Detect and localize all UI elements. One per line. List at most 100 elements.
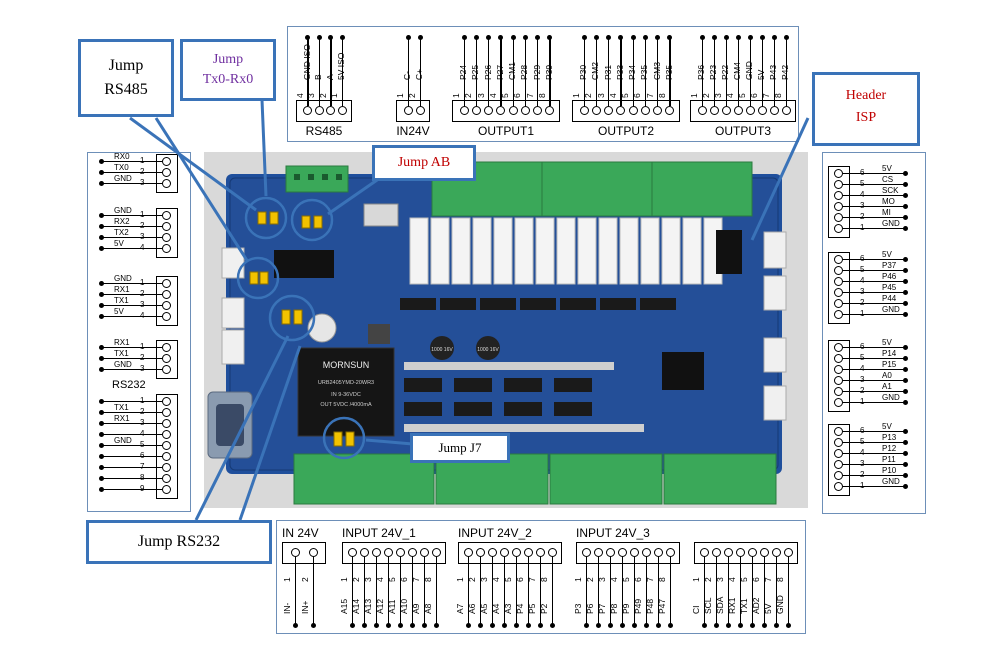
left-connector-4-pin xyxy=(162,408,171,417)
left-connector-3-pin-number: 3 xyxy=(140,364,145,373)
left-connector-1-pin-label: GND xyxy=(114,206,132,215)
right-connector-0-dot xyxy=(903,193,908,198)
right-connector-2-pin-label: P14 xyxy=(882,349,897,358)
right-connector-2-pin-number: 1 xyxy=(860,397,865,406)
left-connector-3-pin xyxy=(162,343,171,352)
left-connector-3-pin-label: TX1 xyxy=(114,349,129,358)
top-connector-4-dot xyxy=(723,35,729,40)
bottom-connector-1-dot xyxy=(373,623,379,628)
right-connector-2-pin-number: 3 xyxy=(860,375,865,384)
top-connector-1-pin xyxy=(403,106,413,115)
left-connector-3-pin-number: 2 xyxy=(140,353,145,362)
bottom-connector-3-dot xyxy=(583,623,589,628)
right-connector-0-dot xyxy=(903,226,908,231)
left-connector-3-pin xyxy=(162,365,171,374)
left-connector-3-pin-number: 1 xyxy=(140,342,145,351)
left-connector-0-pin-number: 1 xyxy=(140,156,145,165)
right-connector-0-pin-number: 4 xyxy=(860,190,865,199)
left-connector-4-wire xyxy=(102,445,162,447)
left-connector-3-dot xyxy=(99,345,104,350)
right-connector-2-pin-number: 4 xyxy=(860,364,865,373)
bottom-connector-1-wire xyxy=(375,557,377,625)
right-connector-2-pin-label: P15 xyxy=(882,360,897,369)
left-connector-4-dot xyxy=(99,487,104,492)
left-connector-1-pin-label: 5V xyxy=(114,239,124,248)
right-connector-1-wire xyxy=(843,314,905,316)
left-connector-2-pin-label: 5V xyxy=(114,307,124,316)
bottom-connector-4-wire xyxy=(763,557,765,625)
top-connector-3-wire xyxy=(620,38,622,106)
callout-jump-rs485: Jump RS485 xyxy=(78,39,174,117)
top-connector-0-pin xyxy=(337,106,347,115)
right-connector-0-pin-label: GND xyxy=(882,219,900,228)
bottom-connector-4-wire xyxy=(703,557,705,625)
left-connector-4-wire xyxy=(102,412,162,414)
bottom-connector-1-dot xyxy=(433,623,439,628)
bottom-connector-4-wire xyxy=(751,557,753,625)
bottom-connector-4-pin xyxy=(735,548,745,557)
right-connector-0-wire xyxy=(843,228,905,230)
left-connector-2-wire xyxy=(102,316,162,318)
top-connector-0-dot xyxy=(339,35,345,40)
callout-jump-rs485-line1: Jump xyxy=(108,57,144,74)
bottom-connector-4-wire xyxy=(787,557,789,625)
right-connector-2-pin xyxy=(834,343,843,352)
right-connector-1-pin xyxy=(834,266,843,275)
top-connector-3-title: OUTPUT2 xyxy=(597,124,654,138)
left-connector-1-pin-number: 1 xyxy=(140,210,145,219)
bottom-connector-3-pin xyxy=(665,548,675,557)
right-connector-3-pin-number: 1 xyxy=(860,481,865,490)
top-connector-4-dot xyxy=(699,35,705,40)
left-connector-3-dot xyxy=(99,367,104,372)
bottom-connector-1-wire xyxy=(387,557,389,625)
top-connector-4-pin xyxy=(709,106,719,115)
module-model: URB2405YMD-20WR3 xyxy=(318,380,374,386)
left-connector-3-wire xyxy=(102,358,162,360)
bottom-connector-1-title: INPUT 24V_1 xyxy=(342,526,416,540)
right-connector-2-wire xyxy=(843,369,905,371)
bottom-connector-4-body xyxy=(694,542,798,564)
top-connector-2-dot xyxy=(535,35,541,40)
top-connector-2-pin xyxy=(471,106,481,115)
module-output: OUT 5VDC /4000mA xyxy=(320,402,372,408)
right-connector-2-dot xyxy=(903,367,908,372)
left-connector-4-dot xyxy=(99,421,104,426)
callout-jump-ab: Jump AB xyxy=(372,145,476,181)
right-connector-3-pin xyxy=(834,438,843,447)
right-connector-3-pin-label: P12 xyxy=(882,444,897,453)
controller-board-photo: MORNSUN URB2405YMD-20WR3 IN 9-36VDC OUT … xyxy=(204,152,808,508)
left-connector-4-pin-number: 9 xyxy=(140,484,145,493)
left-connector-2-dot xyxy=(99,303,104,308)
board-illustration: MORNSUN URB2405YMD-20WR3 IN 9-36VDC OUT … xyxy=(204,152,808,508)
left-connector-0-wire xyxy=(102,161,162,163)
right-connector-0-wire xyxy=(843,195,905,197)
top-connector-3-dot xyxy=(667,35,673,40)
left-connector-4-pin-number: 7 xyxy=(140,462,145,471)
bottom-connector-3-pin xyxy=(629,548,639,557)
top-connector-2-pin xyxy=(508,106,518,115)
top-connector-2-pin xyxy=(533,106,543,115)
bottom-connector-2-pin xyxy=(535,548,545,557)
left-connector-4-wire xyxy=(102,434,162,436)
top-connector-4-wire xyxy=(773,38,775,106)
bottom-connector-1-dot xyxy=(397,623,403,628)
left-connector-1-wire xyxy=(102,237,162,239)
left-connector-3-dot xyxy=(99,356,104,361)
right-connector-2-pin xyxy=(834,365,843,374)
bottom-connector-2-dot xyxy=(465,623,471,628)
top-connector-3-pin xyxy=(579,106,589,115)
right-connector-2-pin-number: 2 xyxy=(860,386,865,395)
right-connector-3-dot xyxy=(903,484,908,489)
left-connector-3-pin-label: RX1 xyxy=(114,338,130,347)
top-connector-3-pin xyxy=(591,106,601,115)
bottom-connector-4-dot xyxy=(725,623,731,628)
bottom-connector-1-pin xyxy=(347,548,357,557)
right-connector-1-pin-number: 5 xyxy=(860,265,865,274)
callout-header-isp: Header ISP xyxy=(812,72,920,146)
right-connector-1-wire xyxy=(843,281,905,283)
top-connector-0-wire xyxy=(318,38,321,106)
bottom-connector-1-pin xyxy=(419,548,429,557)
left-connector-4-dot xyxy=(99,432,104,437)
top-connector-4-dot xyxy=(735,35,741,40)
bottom-connector-4-wire xyxy=(775,557,777,625)
